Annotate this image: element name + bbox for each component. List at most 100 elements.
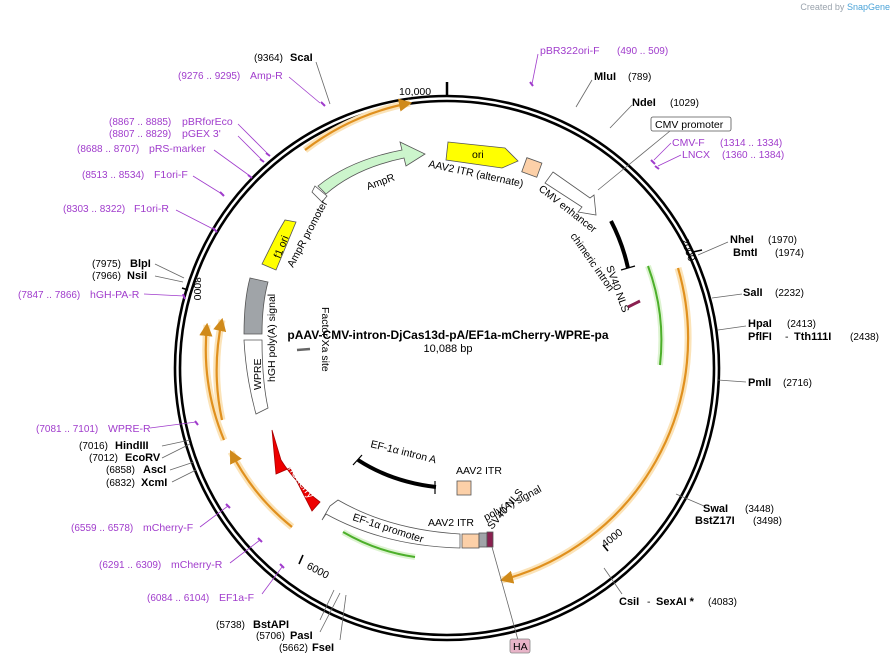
site-pmli-name: PmlI (748, 377, 771, 389)
site-asci-coord: (6858) (106, 465, 135, 476)
site-pmli[interactable]: PmlI (2716) (717, 377, 812, 389)
chimeric-intron-cap (620, 265, 636, 271)
site-hindiii-name: HindIII (115, 440, 149, 452)
primer-pgex3[interactable]: (8807 .. 8829) pGEX 3' (109, 128, 263, 161)
primer-mcherry-r[interactable]: (6291 .. 6309) mCherry-R (99, 539, 261, 571)
itr-box-bottom (461, 533, 480, 549)
site-hpai-coord: (2413) (787, 319, 816, 330)
site-blpi-coord: (7975) (92, 259, 121, 270)
ha-badge (509, 638, 531, 654)
primer-f1ori-f[interactable]: (8513 .. 8534) F1ori-F (82, 169, 223, 195)
site-nhei[interactable]: NheI (1970) (697, 234, 797, 256)
primer-pgex3-coord: (8807 .. 8829) (109, 129, 171, 140)
site-sali-name: SalI (743, 287, 763, 299)
site-asci[interactable]: (6858) AscI (106, 461, 195, 476)
primer-prs-marker[interactable]: (8688 .. 8707) pRS-marker (77, 143, 251, 177)
site-asci-name: AscI (143, 464, 166, 476)
site-blpi-name: BlpI (130, 258, 151, 270)
primer-pbrforeco[interactable]: (8867 .. 8885) pBRforEco (109, 116, 269, 155)
site-pflfi-sep: - (785, 331, 789, 343)
site-hindiii[interactable]: (7016) HindIII (79, 439, 191, 452)
site-ecorv-coord: (7012) (89, 453, 118, 464)
primer-amp-r[interactable]: (9276 .. 9295) Amp-R (178, 70, 321, 104)
aav2-itr-box-1 (456, 480, 472, 496)
primer-cmv-f-coord: (1314 .. 1334) (720, 138, 782, 149)
site-hindiii-coord: (7016) (79, 441, 108, 452)
site-fsei[interactable]: (5662) FseI (279, 594, 347, 654)
ampr-promoter-label: AmpR promoter (285, 198, 331, 270)
site-scai[interactable]: (9364) ScaI (254, 52, 331, 105)
site-bstapi-coord: (5738) (216, 620, 245, 631)
mcherry-label: mCherry (284, 461, 317, 501)
site-fsei-name: FseI (312, 642, 334, 654)
site-bstapi[interactable]: (5738) BstAPI (216, 589, 335, 631)
primer-hgh-pa-r[interactable]: (7847 .. 7866) hGH-PA-R (18, 289, 185, 301)
site-ndei[interactable]: NdeI (1029) (609, 97, 699, 129)
tick-2000: 2000 (678, 237, 697, 263)
site-csii[interactable]: CsiI - SexAI * (4083) (603, 567, 737, 608)
site-bmti-coord: (1974) (775, 248, 804, 259)
primer-prs-marker-coord: (8688 .. 8707) (77, 144, 139, 155)
cmv-promoter-label: CMV promoter (655, 119, 724, 131)
plasmid-name: pAAV-CMV-intron-DjCas13d-pA/EF1a-mCherry… (287, 328, 608, 342)
primer-pbr322ori-f-coord: (490 .. 509) (617, 46, 668, 57)
green-track-bottom-core (342, 531, 416, 558)
site-hpai[interactable]: HpaI (2413) (717, 318, 816, 331)
primer-f1ori-r[interactable]: (8303 .. 8322) F1ori-R (63, 203, 216, 231)
sv40-nls-box-bottom (486, 531, 494, 548)
primer-pbr322ori-f-name: pBR322ori-F (540, 45, 600, 57)
site-bstz17i[interactable]: BstZ17I (3498) (695, 515, 782, 527)
tick-6000: 6000 (305, 560, 331, 582)
site-xcmi-coord: (6832) (106, 478, 135, 489)
primer-cmv-f-name: CMV-F (672, 137, 705, 149)
site-bstz17i-name: BstZ17I (695, 515, 735, 527)
site-nsii-name: NsiI (127, 270, 147, 282)
primer-prs-marker-name: pRS-marker (149, 143, 206, 155)
site-nsii[interactable]: (7966) NsiI (92, 270, 184, 283)
primer-lncx-name: LNCX (682, 149, 710, 161)
site-bmti[interactable]: BmtI (1974) (733, 247, 804, 259)
ha-leader (491, 546, 519, 641)
primer-ef1a-f-name: EF1a-F (219, 592, 254, 604)
site-fsei-coord: (5662) (279, 643, 308, 654)
site-bmti-name: BmtI (733, 247, 757, 259)
primer-cmv-f[interactable]: CMV-F (1314 .. 1334) (653, 137, 782, 161)
tick-mark-8000 (181, 287, 189, 291)
site-mlui-coord: (789) (628, 72, 651, 83)
site-sali[interactable]: SalI (2232) (711, 287, 804, 299)
primer-pbr322ori-f[interactable]: pBR322ori-F (490 .. 509) (531, 45, 668, 85)
primer-f1ori-r-name: F1ori-R (134, 203, 169, 215)
primer-lncx[interactable]: LNCX (1360 .. 1384) (657, 149, 784, 167)
primer-mcherry-f[interactable]: (6559 .. 6578) mCherry-F (71, 505, 229, 534)
mcherry-feature (271, 429, 321, 512)
site-ecorv[interactable]: (7012) EcoRV (89, 443, 191, 464)
cmv-enhancer-feature (544, 171, 597, 216)
site-swai[interactable]: SwaI (3448) (675, 493, 774, 515)
site-blpi[interactable]: (7975) BlpI (92, 258, 185, 279)
site-tth111i-name: Tth111I (794, 331, 831, 343)
primer-pbrforeco-coord: (8867 .. 8885) (109, 117, 171, 128)
primer-wpre-r[interactable]: (7081 .. 7101) WPRE-R (36, 421, 197, 435)
ef1a-intron-label: EF-1α intron A (369, 438, 437, 466)
wpre-label: WPRE (252, 359, 264, 391)
primer-ef1a-f[interactable]: (6084 .. 6104) EF1a-F (147, 566, 283, 604)
ori-feature (445, 141, 519, 169)
primer-amp-r-name: Amp-R (250, 70, 283, 82)
site-xcmi-name: XcmI (141, 477, 167, 489)
chimeric-intron-feature (609, 220, 630, 269)
site-ecorv-name: EcoRV (125, 452, 161, 464)
site-pasi[interactable]: (5706) PasI (256, 592, 341, 642)
site-xcmi[interactable]: (6832) XcmI (106, 469, 197, 489)
primer-lncx-coord: (1360 .. 1384) (722, 150, 784, 161)
site-hpai-name: HpaI (748, 318, 772, 330)
site-ndei-coord: (1029) (670, 98, 699, 109)
site-mlui[interactable]: MluI (789) (575, 71, 651, 108)
primer-marks (182, 81, 660, 569)
primer-wpre-r-name: WPRE-R (108, 423, 151, 435)
backbone-inner (178, 99, 716, 637)
site-csii-name: CsiI (619, 596, 639, 608)
site-pflfi[interactable]: PflFI - Tth111I (2438) (748, 331, 879, 343)
tick-mark-4000 (602, 544, 609, 552)
orf-track-top-core (304, 98, 413, 151)
tick-8000: 8000 (191, 277, 203, 301)
